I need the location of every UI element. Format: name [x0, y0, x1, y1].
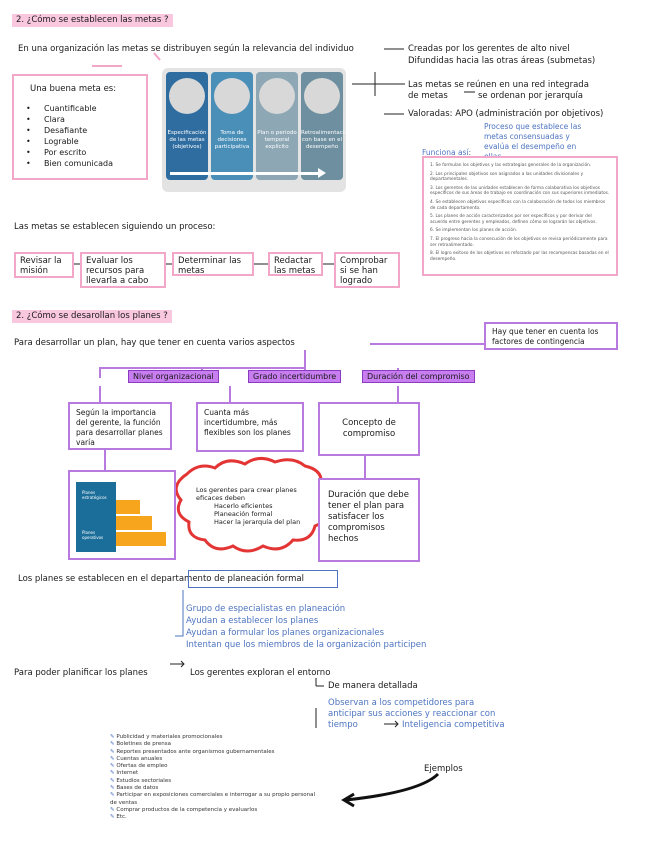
- dept-item: Ayudan a establecer los planes: [186, 616, 319, 626]
- head-org-level: Nivel organizacional: [128, 370, 219, 383]
- pyramid-label: Planes estratégicos: [82, 490, 107, 500]
- cloud-title: Los gerentes para crear planes eficaces …: [196, 486, 297, 502]
- dept-item: Ayudan a formular los planes organizacio…: [186, 628, 385, 638]
- section1-heading: 2. ¿Cómo se establecen las metas ?: [12, 14, 173, 27]
- commitment-duration-box: Duración que debe tener el plan para sat…: [318, 478, 420, 562]
- goals-created-text: Creadas por los gerentes de alto nivel: [408, 44, 570, 54]
- good-goal-item: Lograble: [24, 136, 136, 147]
- section2-heading: 2. ¿Cómo se desarollan los planes ?: [12, 310, 172, 323]
- apo-card: Especificación de las metas (objetivos): [166, 72, 208, 180]
- process-step-3: Determinar las metas: [172, 252, 254, 276]
- process-step-5: Comprobar si se han logrado: [334, 252, 400, 288]
- dept-item: Intentan que los miembros de la organiza…: [186, 640, 427, 650]
- apo-label: Funciona así:: [422, 148, 472, 157]
- dept-highlight: [188, 570, 338, 588]
- pyramid-bar: [76, 482, 116, 552]
- cloud-content: Los gerentes para crear planes eficaces …: [196, 486, 316, 526]
- apo-illustration: Especificación de las metas (objetivos) …: [162, 68, 351, 192]
- example-item: ✎ Estudios sectoriales: [110, 777, 172, 784]
- meeting-icon: [304, 78, 340, 114]
- example-item: ✎ Internet: [110, 770, 139, 777]
- intel-text: Inteligencia competitiva: [402, 720, 505, 730]
- org-level-box: Según la importancia del gerente, la fun…: [68, 402, 172, 450]
- good-goal-item: Por escrito: [24, 147, 136, 158]
- apo-step: 7. El progreso hacia la consecución de l…: [430, 236, 608, 248]
- good-goal-item: Desafiante: [24, 125, 136, 136]
- apo-card: Retroalimentación con base en el desempe…: [301, 72, 351, 180]
- people-icon: [214, 78, 250, 114]
- example-item: ✎ Bases de datos: [110, 785, 159, 792]
- good-goal-title: Una buena meta es:: [30, 84, 117, 94]
- example-item: ✎ Boletines de prensa: [110, 741, 171, 748]
- examples-list: ✎ Publicidad y materiales promocionales …: [110, 734, 320, 822]
- goals-intro: En una organización las metas se distrib…: [18, 44, 354, 54]
- apo-step: 3. Los gerentes de las unidades establec…: [430, 185, 610, 197]
- example-item: ✎ Comprar productos de la competencia y …: [110, 806, 258, 813]
- goals-spread-text: Difundidas hacia las otras áreas (submet…: [408, 56, 596, 66]
- apo-step: 6. Se implementan los planes de acción.: [430, 228, 518, 234]
- contingency-note: Hay que tener en cuenta los factores de …: [484, 322, 618, 350]
- pyramid-box: Planes estratégicos Planes operativos: [68, 470, 176, 560]
- goals-hierarchy-text: se ordenan por jerarquía: [478, 91, 584, 101]
- good-goal-box: Una buena meta es: Cuantificable Clara D…: [12, 74, 148, 180]
- examples-label: Ejemplos: [424, 764, 463, 774]
- commitment-box: Concepto de compromiso: [318, 402, 420, 456]
- cloud-item: Hacerlo eficientes: [214, 502, 273, 510]
- good-goal-item: Bien comunicada: [24, 158, 136, 169]
- apo-step: 5. Los planes de acción caracterizados p…: [430, 214, 597, 225]
- apo-steps-box: 1. Se formulan los objetivos y las estra…: [422, 156, 618, 276]
- plans-intro: Para desarrollar un plan, hay que tener …: [14, 338, 295, 348]
- example-item: ✎ Reportes presentados ante organismos g…: [110, 748, 275, 755]
- head-uncertainty: Grado incertidumbre: [248, 370, 342, 383]
- good-goal-item: Cuantificable: [24, 103, 136, 114]
- process-title: Las metas se establecen siguiendo un pro…: [14, 222, 216, 232]
- apo-card: Plan o periodo temporal explícito: [256, 72, 298, 180]
- timeline-arrow: [170, 172, 320, 175]
- plan-text-2: Los gerentes exploran el entorno: [190, 668, 331, 678]
- plan-text: Para poder planificar los planes: [14, 668, 148, 678]
- process-step-1: Revisar la misión: [14, 252, 74, 278]
- pyramid-label: Planes operativos: [82, 530, 104, 540]
- good-goal-item: Clara: [24, 114, 136, 125]
- example-item: ✎ Cuentas anuales: [110, 755, 163, 762]
- head-commitment: Duración del compromiso: [362, 370, 475, 383]
- apo-step: 8. El logro exitoso de los objetivos es …: [430, 251, 609, 262]
- apo-step: 1. Se formulan los objetivos y las estra…: [430, 163, 592, 168]
- goals-network-text: Las metas se reúnen en una red integrada: [408, 80, 589, 90]
- calendar-icon: [259, 78, 295, 114]
- process-step-4: Redactar las metas: [268, 252, 323, 276]
- cloud-item: Planeación formal: [214, 510, 273, 518]
- example-item: ✎ Publicidad y materiales promocionales: [110, 734, 223, 740]
- observe-text: Observan a los competidores para anticip…: [328, 698, 496, 730]
- process-step-2: Evaluar los recursos para llevarla a cab…: [80, 252, 166, 288]
- detail-text: De manera detallada: [328, 681, 418, 691]
- uncertainty-box: Cuanta más incertidumbre, más flexibles …: [196, 402, 304, 452]
- example-item: ✎ Ofertas de empleo: [110, 763, 168, 770]
- goals-network-text2: de metas: [408, 91, 448, 101]
- example-item: ✎ Etc.: [110, 814, 127, 821]
- flag-icon: [169, 78, 205, 114]
- pyramid-block: [116, 500, 140, 514]
- apo-step: 4. Se establecen objetivos específicos c…: [430, 199, 606, 211]
- dept-item: Grupo de especialistas en planeación: [186, 604, 346, 614]
- pyramid-block: [116, 532, 166, 546]
- apo-step: 2. Los principales objetivos son asignad…: [430, 171, 584, 183]
- arrow-head-icon: [318, 168, 326, 178]
- cloud-shape: [174, 457, 331, 553]
- pyramid-block: [116, 516, 152, 530]
- example-item: ✎ Participar en exposiciones comerciales…: [110, 792, 316, 806]
- dept-text: Los planes se establecen en el departame…: [18, 574, 305, 584]
- apo-card: Toma de decisiones participativa: [211, 72, 253, 180]
- cloud-item: Hacer la jerarquía del plan: [214, 518, 301, 526]
- goals-apo-text: Valoradas: APO (administración por objet…: [408, 109, 604, 119]
